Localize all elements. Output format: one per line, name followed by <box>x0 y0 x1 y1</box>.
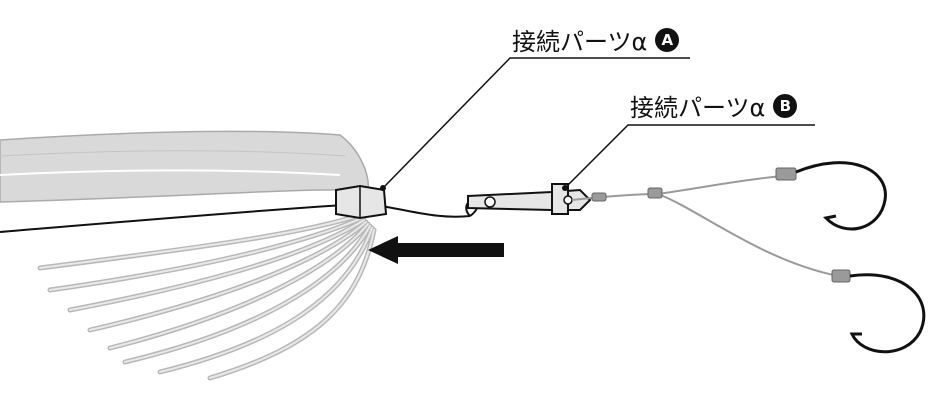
direction-arrow <box>368 236 504 264</box>
upper-hook <box>795 161 887 231</box>
main-line <box>0 202 471 233</box>
skirt-tentacles-highlight <box>39 214 375 379</box>
skirt-upper-band <box>0 130 369 203</box>
lower-hook <box>849 273 926 354</box>
callout-a-label: 接続パーツα A <box>512 22 680 57</box>
connector-part-b <box>467 183 592 215</box>
assist-lines <box>571 175 839 277</box>
callout-b-text: 接続パーツα <box>630 94 766 122</box>
callout-a-leader <box>382 57 690 189</box>
callout-a-marker: A <box>655 27 680 52</box>
callout-b-leader <box>564 124 815 189</box>
callout-b-label: 接続パーツα B <box>630 88 798 123</box>
connector-part-a <box>335 184 388 220</box>
callout-b-marker: B <box>773 93 798 118</box>
line-wraps <box>591 167 851 283</box>
callout-a-text: 接続パーツα <box>512 28 648 56</box>
